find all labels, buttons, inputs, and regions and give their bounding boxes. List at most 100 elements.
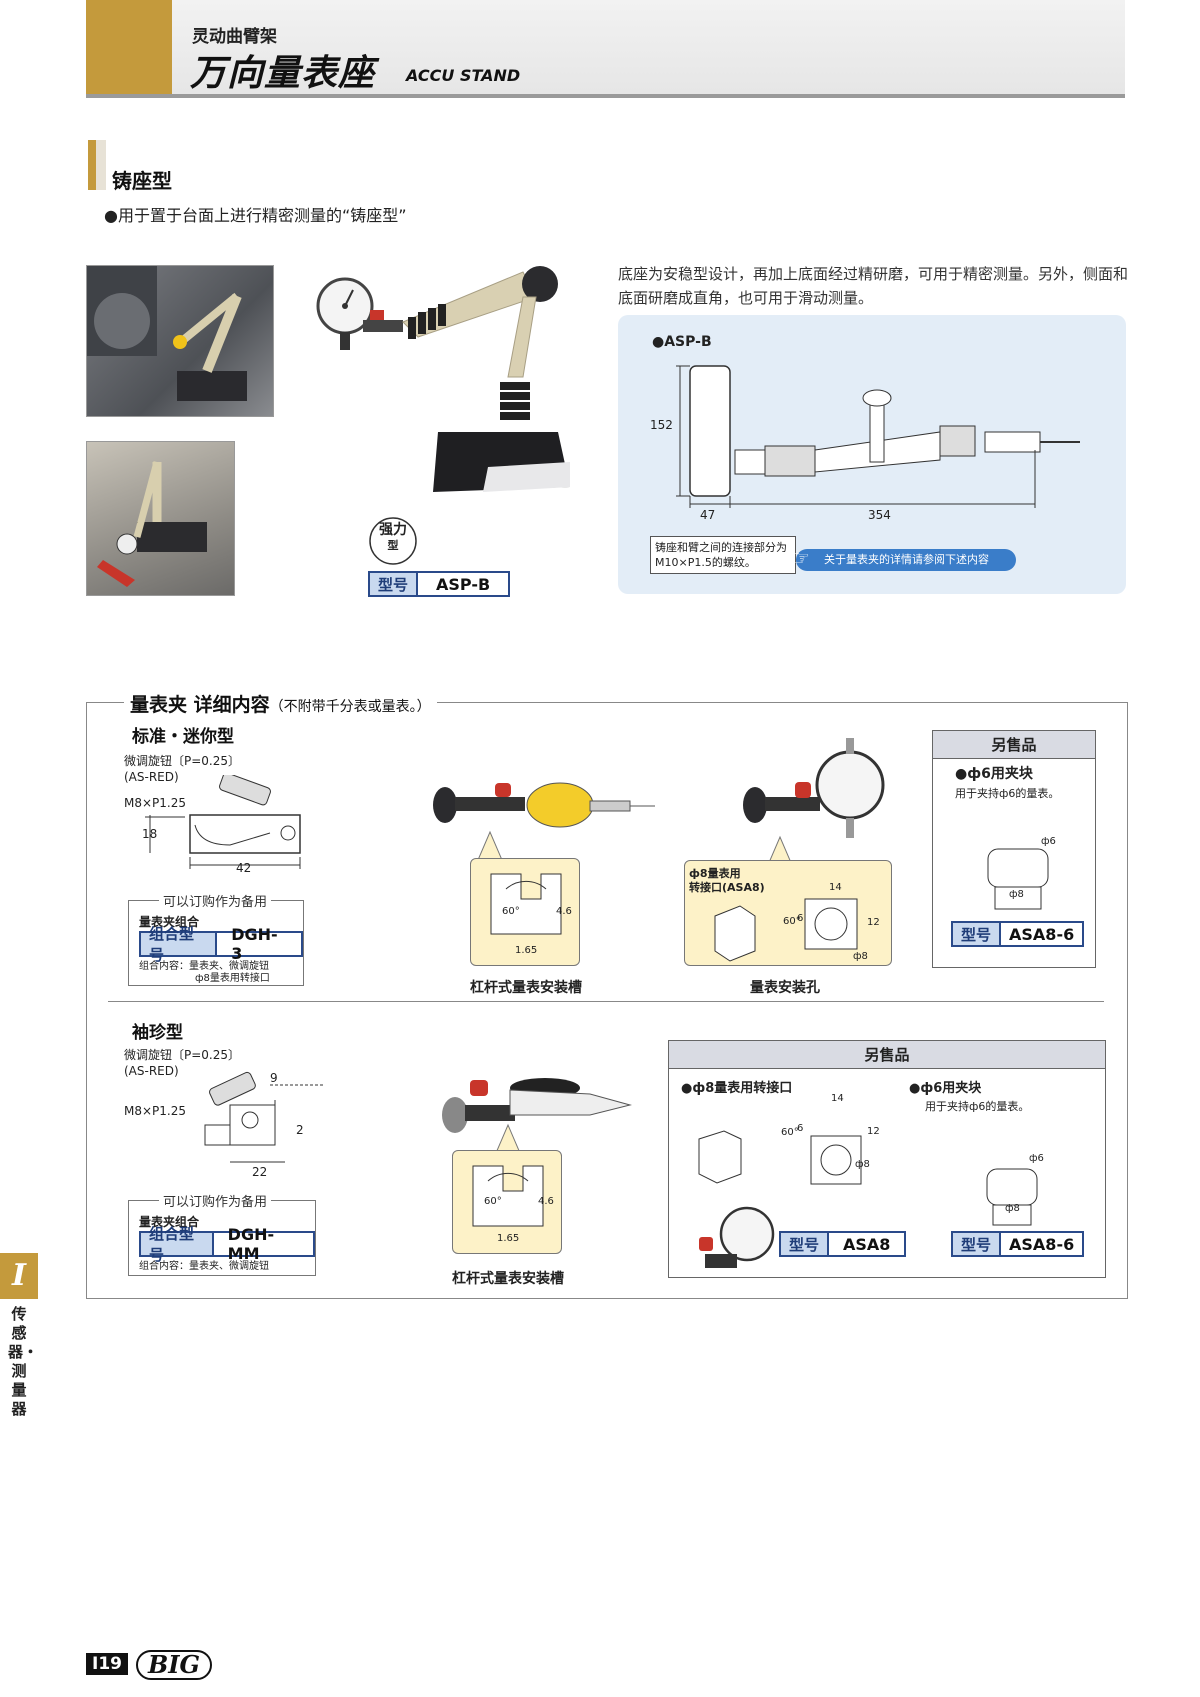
mini-sold-item2-d2: ф8 (1005, 1203, 1020, 1214)
callout-pointer-2 (767, 835, 793, 865)
standard-hole-panel: ф8量表用 转接口(ASA8) 14 12 60° 6 ф8 (684, 860, 892, 966)
strong-badge-line1: 强力 (379, 522, 407, 538)
mini-slot-width: 1.65 (497, 1233, 520, 1244)
mini-sold-model1-label: 型号 (781, 1233, 830, 1255)
mini-sold-model2: 型号 ASA8-6 (951, 1231, 1085, 1257)
mini-dim-b: 2 (296, 1123, 304, 1137)
standard-hole-title: ф8量表用 (689, 867, 741, 880)
standard-combo-label: 量表夹组合 (139, 915, 200, 929)
pointing-hand-icon: ☞ (792, 546, 810, 570)
mini-combo-contents: 组合内容：量表夹、微调旋钮 (139, 1261, 269, 1272)
section-accent (88, 140, 96, 190)
standard-hole-drawing (714, 898, 858, 962)
asp-b-dimension-drawing (676, 365, 1080, 508)
standard-clamp-drawing (145, 775, 301, 869)
mini-combo-model-value: DGH-MM (213, 1225, 313, 1263)
clamp-details-frame (86, 702, 1128, 1299)
header-accent (86, 0, 172, 98)
photo-lathe-illustration (87, 266, 247, 401)
chapter-tab: I (0, 1253, 38, 1299)
mini-heading: 袖珍型 (132, 1023, 183, 1043)
standard-knob-label: 微调旋钮〔P=0.25〕 (124, 754, 241, 768)
strong-badge-circle (369, 517, 417, 565)
mini-dim-width: 22 (252, 1165, 268, 1179)
clamp-details-title-main: 量表夹 详细内容 (130, 694, 270, 716)
mini-lever-gauge-illustration (442, 1078, 632, 1133)
standard-sold-model-value: ASA8-6 (1001, 923, 1083, 945)
clamp-details-link-text: 关于量表夹的详情请参阅下述内容 (824, 553, 989, 566)
mini-sold-model2-label: 型号 (953, 1233, 1002, 1255)
mini-combo-label: 量表夹组合 (139, 1215, 200, 1229)
standard-thread-label: M8×P1.25 (124, 796, 186, 810)
section-description: ●用于置于台面上进行精密测量的“铸座型” (104, 206, 407, 225)
standard-combo-model: 组合型号 DGH-3 (139, 925, 303, 964)
dim-base-width: 47 (700, 508, 716, 522)
mini-sold-item2-d1: ф6 (1029, 1153, 1044, 1164)
product-model-value: ASP-B (418, 573, 509, 595)
product-intro: 底座为安稳型设计，再加上底面经过精研磨，可用于精密测量。另外，侧面和底面研磨成直… (618, 265, 1129, 307)
clamp-details-link[interactable]: ☞ 关于量表夹的详情请参阅下述内容 (792, 547, 1016, 571)
standard-option-title: 可以订购作为备用 (159, 891, 272, 910)
standard-slot-dim: 4.6 (556, 906, 572, 917)
mini-slot-angle: 60° (484, 1196, 502, 1207)
mini-sold-item1-height: 12 (867, 1126, 880, 1137)
brand-logo: BIG (136, 1650, 213, 1680)
product-photo-table (86, 441, 235, 596)
header-subtitle: 灵动曲臂架 (192, 27, 277, 47)
standard-sold-d2: ф8 (1009, 889, 1024, 900)
standard-slot-width: 1.65 (515, 945, 538, 956)
mini-thread-label: M8×P1.25 (124, 1104, 186, 1118)
clamp-details-title-note: （不附带千分表或量表。） (269, 699, 431, 715)
standard-slot-angle: 60° (502, 906, 520, 917)
standard-heading: 标准・迷你型 (132, 727, 234, 747)
standard-sold-desc: 用于夹持ф6的量表。 (955, 787, 1060, 800)
standard-sold-heading: 另售品 (933, 731, 1095, 759)
standard-slot-panel (470, 858, 580, 966)
mini-sold-heading: 另售品 (669, 1041, 1105, 1069)
strong-badge: 强力 型 (368, 522, 418, 554)
mini-sold-separately-box: 另售品 ●ф8量表用转接口 14 12 60° 6 ф8 型号 ASA8 ●ф6… (668, 1040, 1106, 1278)
mini-option-title: 可以订购作为备用 (159, 1191, 272, 1210)
standard-sold-model-label: 型号 (953, 923, 1002, 945)
standard-sold-item: ●ф6用夹块 (955, 766, 1033, 782)
standard-dial-gauge-illustration (743, 738, 885, 838)
standard-dim-height: 18 (142, 827, 158, 841)
clamp-divider (108, 1001, 1104, 1002)
mini-sold-item1-slit: 6 (797, 1123, 804, 1134)
mini-sold-model2-value: ASA8-6 (1001, 1233, 1083, 1255)
page-number: I19 (86, 1653, 128, 1675)
diagram-title: ●ASP-B (652, 334, 712, 350)
standard-combo-model-label: 组合型号 (141, 925, 218, 964)
mini-combo-model: 组合型号 DGH-MM (139, 1225, 315, 1264)
mini-sold-model1: 型号 ASA8 (779, 1231, 907, 1257)
page-title: 万向量表座 (190, 53, 376, 94)
standard-hole-angle: 60° (783, 916, 801, 927)
mini-clamp-drawing (204, 1071, 325, 1163)
standard-hole-title2: 转接口(ASA8) (689, 881, 765, 894)
dim-reach: 354 (868, 508, 891, 522)
standard-combo-contents2: ф8量表用转接口 (195, 973, 270, 984)
mini-combo-model-label: 组合型号 (141, 1225, 214, 1264)
product-illustration-asp-b (316, 266, 570, 492)
mini-knob-label: 微调旋钮〔P=0.25〕 (124, 1048, 241, 1062)
callout-pointer-3 (495, 1123, 521, 1153)
standard-sold-d1: ф6 (1041, 836, 1056, 847)
callout-pointer (477, 830, 503, 860)
standard-hole-width: 14 (829, 882, 842, 893)
mini-sold-item1: ●ф8量表用转接口 (681, 1081, 793, 1096)
mini-slot-panel (452, 1150, 562, 1254)
mini-sold-item2: ●ф6用夹块 (909, 1081, 982, 1096)
strong-badge-line2: 型 (387, 539, 399, 552)
standard-hole-diameter: ф8 (853, 951, 868, 962)
mini-slot-caption: 杠杆式量表安装槽 (452, 1271, 564, 1287)
standard-combo-model-value: DGH-3 (217, 925, 301, 963)
section-title: 铸座型 (112, 169, 172, 193)
mini-knob-code: (AS-RED) (124, 1064, 179, 1078)
mini-dim-a: 9 (270, 1071, 278, 1085)
header-rule (86, 94, 1125, 98)
standard-knob-code: (AS-RED) (124, 770, 179, 784)
chapter-label: 传感器・测量器 (8, 1305, 39, 1418)
standard-option-box: 可以订购作为备用 量表夹组合 组合型号 DGH-3 组合内容：量表夹、微调旋钮 … (128, 891, 304, 986)
standard-combo-contents: 组合内容：量表夹、微调旋钮 (139, 961, 269, 972)
clamp-details-title: 量表夹 详细内容（不附带千分表或量表。） (124, 690, 437, 717)
